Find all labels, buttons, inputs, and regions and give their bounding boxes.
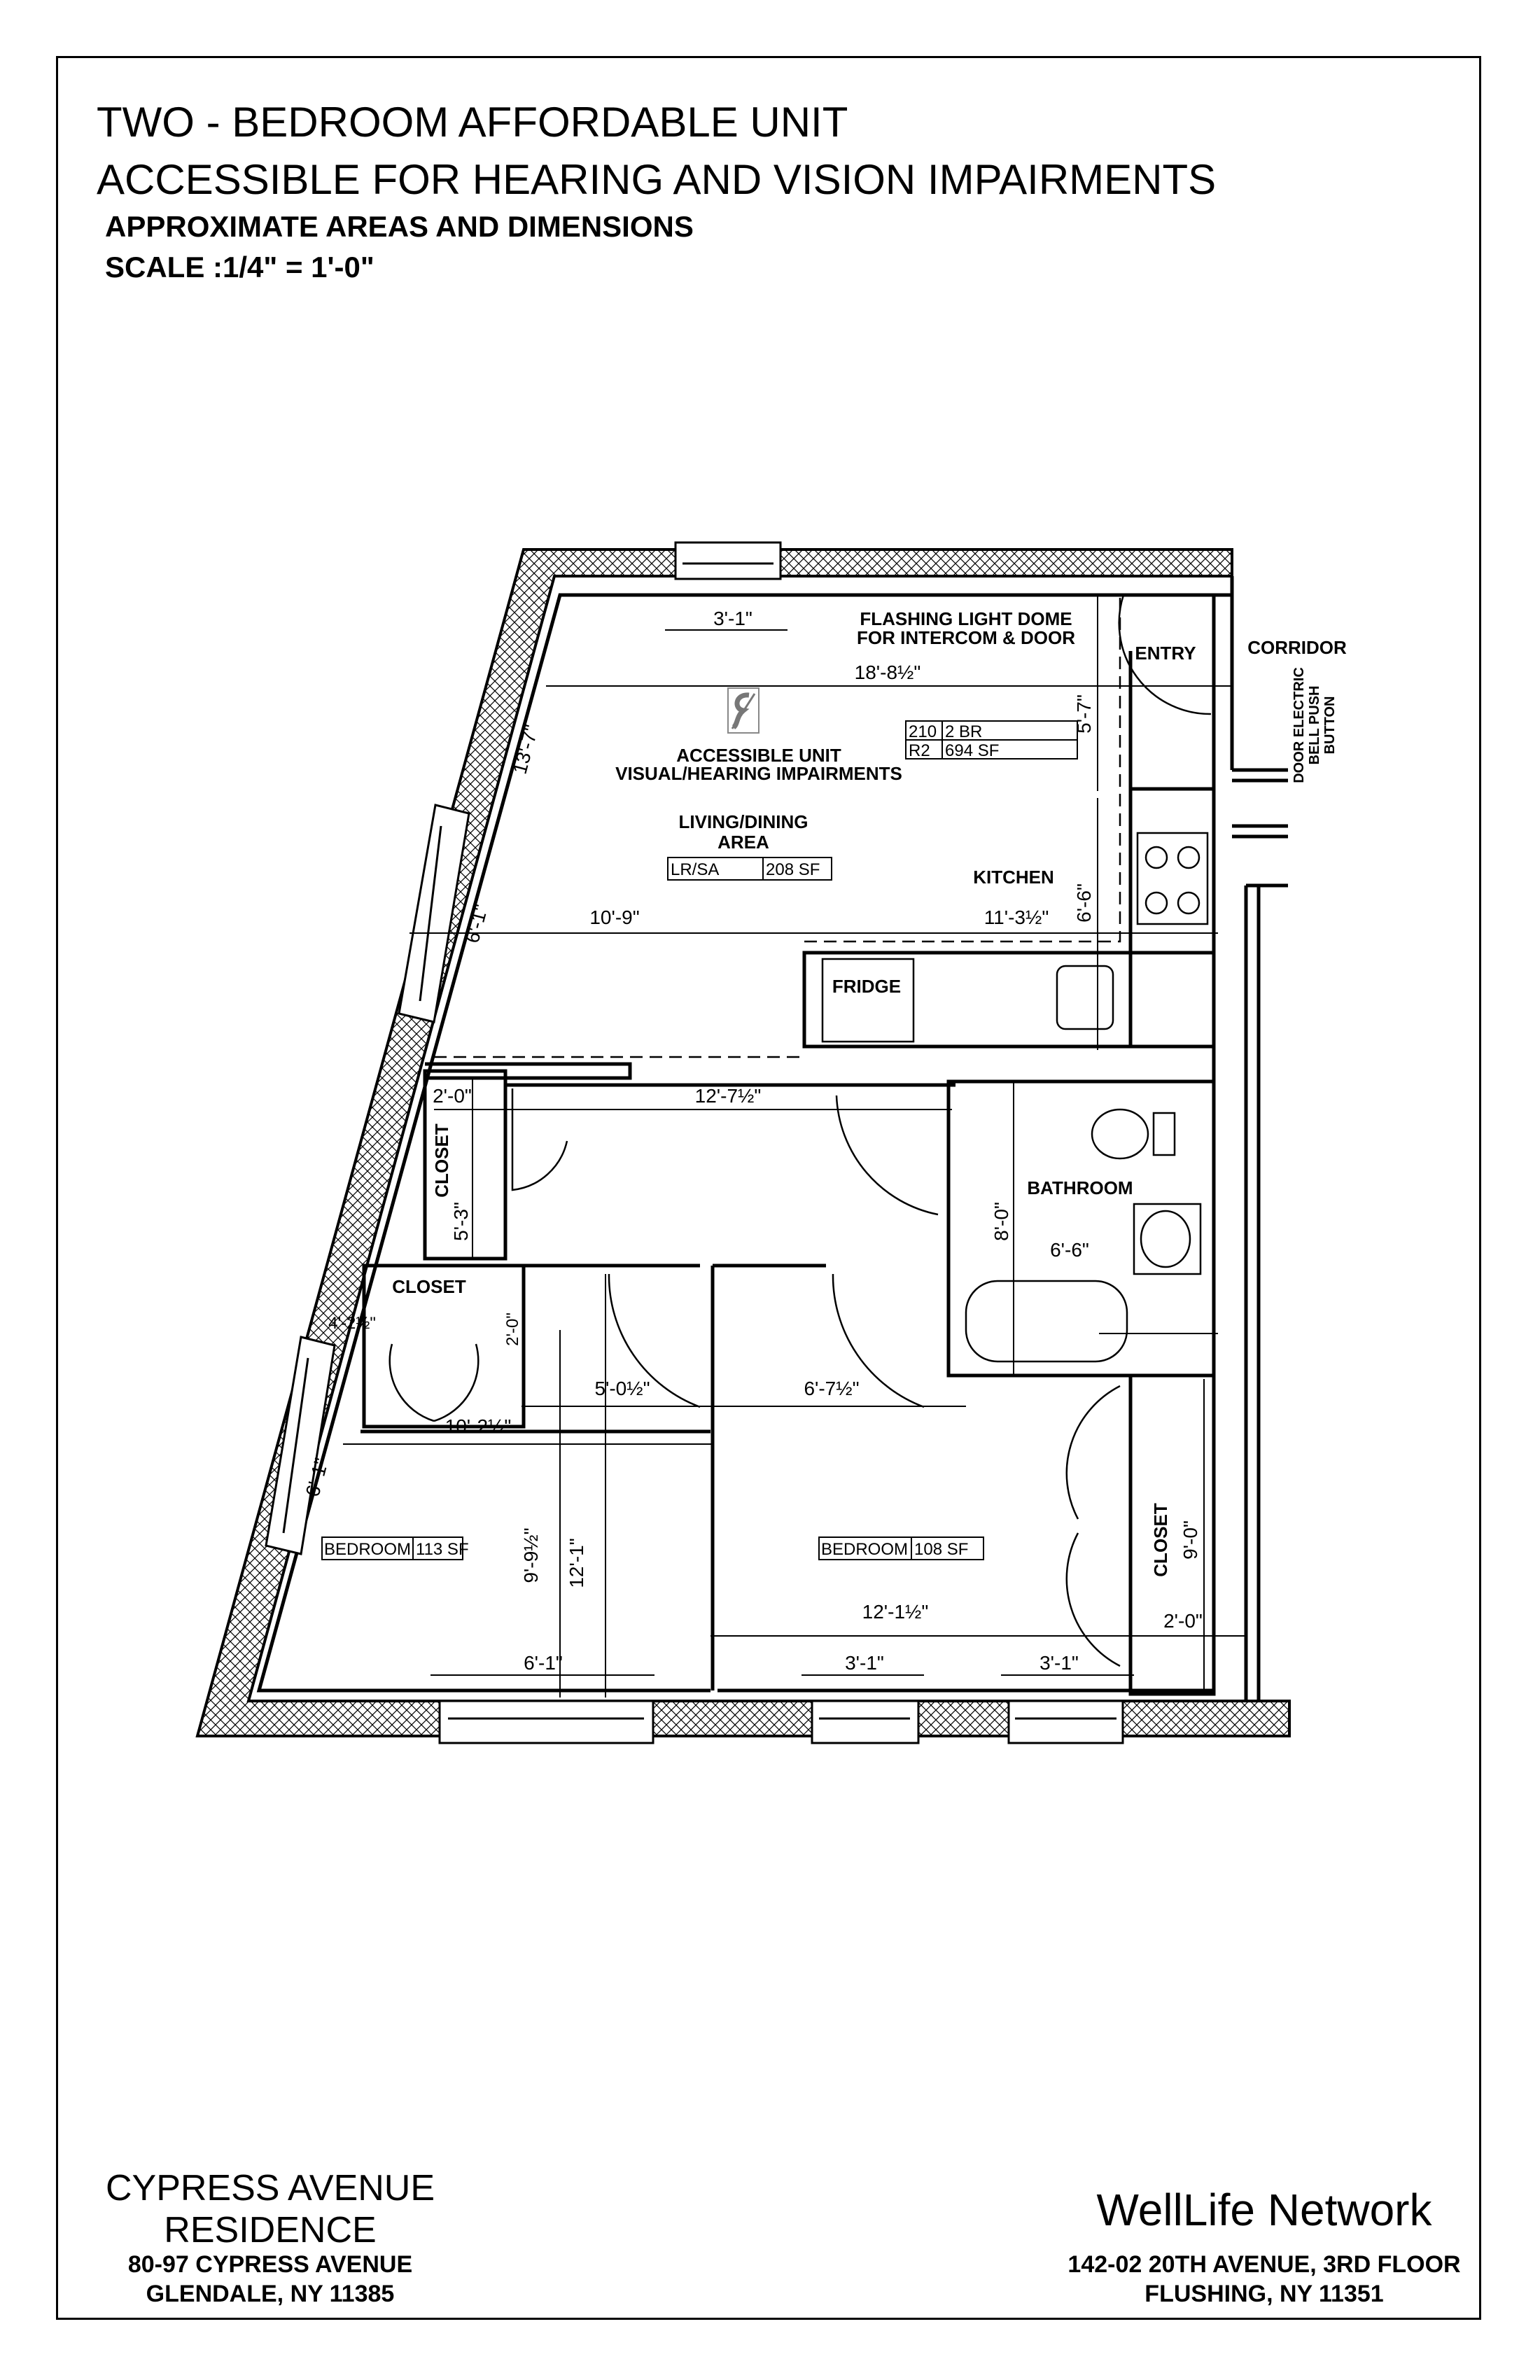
- dim-left-window-upper: 6'-1": [461, 902, 492, 946]
- bedroom-left-area: 113 SF: [416, 1540, 469, 1559]
- fridge-label: FRIDGE: [832, 976, 901, 997]
- kitchen-sink: [1056, 965, 1114, 1030]
- dim-bottom-window-left: 6'-1": [524, 1652, 563, 1674]
- unit-tag: 210 2 BR R2 694 SF: [905, 720, 1078, 760]
- dim-overall-width: 18'-8½": [855, 662, 921, 683]
- subtitle: APPROXIMATE AREAS AND DIMENSIONS: [105, 210, 694, 243]
- living-area-tag: LR/SA 208 SF: [667, 857, 832, 881]
- bedroom-right-tag: BEDROOM 108 SF: [818, 1536, 984, 1560]
- unit-number: 210: [909, 722, 937, 741]
- organization-address-1: 142-02 20TH AVENUE, 3RD FLOOR: [1068, 2251, 1461, 2278]
- kitchen-label: KITCHEN: [973, 867, 1054, 888]
- title-line-1: TWO - BEDROOM AFFORDABLE UNIT: [97, 99, 848, 146]
- bell-label-2: BELL PUSH: [1307, 686, 1322, 765]
- dim-bottom-window-right: 3'-1": [1040, 1652, 1079, 1674]
- dim-bath-width: 6'-6": [1050, 1239, 1089, 1261]
- hearing-impaired-symbol-icon: [727, 687, 760, 734]
- bathroom-sink: [1133, 1203, 1202, 1275]
- fridge: [821, 958, 915, 1043]
- dim-bedroom-left-width: 10'-2½": [445, 1415, 512, 1437]
- drawing-sheet-border: [56, 56, 1481, 2320]
- closet-upper-label: CLOSET: [431, 1124, 452, 1198]
- closet-right-label: CLOSET: [1150, 1503, 1171, 1577]
- dim-bath-depth: 8'-0": [990, 1202, 1012, 1241]
- dimension-labels: 3'-1" 18'-8½" 5'-7" 13'-7" 10'-9" 11'-3½…: [302, 608, 1203, 1674]
- bathroom-label: BATHROOM: [1027, 1177, 1133, 1198]
- windows: [265, 541, 1124, 1744]
- accessible-unit-label-1: ACCESSIBLE UNIT: [676, 745, 841, 766]
- dim-hall-width: 12'-7½": [695, 1085, 762, 1107]
- project-address-1: 80-97 CYPRESS AVENUE: [127, 2251, 413, 2278]
- project-name-line-2: RESIDENCE: [164, 2210, 377, 2250]
- dim-closet-upper-length: 5'-3": [450, 1202, 472, 1241]
- dim-closet-upper-width: 2'-0": [433, 1085, 472, 1107]
- dim-closet-right-depth: 2'-0": [1163, 1610, 1203, 1632]
- unit-code: R2: [909, 741, 930, 760]
- dim-bottom-window-mid: 3'-1": [845, 1652, 884, 1674]
- dim-bedroom-right-width: 12'-1½": [862, 1601, 929, 1623]
- organization-address-2: FLUSHING, NY 11351: [1144, 2281, 1384, 2307]
- flashing-light-label-1: FLASHING LIGHT DOME: [860, 608, 1072, 629]
- bedroom-right-name: BEDROOM: [821, 1540, 908, 1559]
- unit-area: 694 SF: [945, 741, 999, 760]
- dim-hall-b: 6'-7½": [804, 1378, 859, 1399]
- project-address-2: GLENDALE, NY 11385: [146, 2281, 395, 2307]
- project-name-line-1: CYPRESS AVENUE: [105, 2168, 435, 2208]
- dim-top-window: 3'-1": [713, 608, 752, 629]
- dim-kitchen-depth: 6'-6": [1073, 883, 1095, 923]
- living-label-1: LIVING/DINING: [679, 811, 808, 832]
- interior-walls: [360, 595, 1288, 1701]
- flashing-light-label-2: FOR INTERCOM & DOOR: [857, 627, 1075, 648]
- dim-bedroom-left-depth-b: 12'-1": [566, 1538, 587, 1588]
- dim-closet-mid-depth: 2'-0": [503, 1312, 522, 1346]
- scale-note: SCALE :1/4" = 1'-0": [105, 251, 374, 284]
- bathtub: [965, 1280, 1128, 1363]
- dim-kitchen-width: 11'-3½": [984, 906, 1049, 928]
- bedroom-right-area: 108 SF: [914, 1540, 968, 1559]
- living-label-2: AREA: [718, 832, 769, 853]
- organization-name: WellLife Network: [1096, 2185, 1432, 2235]
- dim-hall-a: 5'-0½": [594, 1378, 650, 1399]
- toilet: [1091, 1108, 1149, 1160]
- dim-entry-depth: 5'-7": [1073, 694, 1095, 734]
- title-line-2: ACCESSIBLE FOR HEARING AND VISION IMPAIR…: [97, 156, 1217, 203]
- stove: [1136, 832, 1209, 925]
- living-area-value: 208 SF: [766, 860, 820, 879]
- dim-bedroom-left-depth-a: 9'-9½": [520, 1527, 542, 1583]
- bedroom-left-tag: BEDROOM 113 SF: [321, 1536, 469, 1560]
- living-area-name: LR/SA: [671, 860, 719, 879]
- bell-label-1: DOOR ELECTRIC: [1292, 667, 1307, 783]
- corridor-label: CORRIDOR: [1247, 637, 1347, 658]
- dim-closet-mid-width: 4'-2½": [328, 1314, 376, 1333]
- dimension-lines: [343, 595, 1246, 1698]
- room-labels: FLASHING LIGHT DOME FOR INTERCOM & DOOR …: [392, 608, 1347, 1577]
- dim-living-width: 10'-9": [589, 906, 639, 928]
- closet-middle-label: CLOSET: [392, 1276, 466, 1297]
- bell-label-3: BUTTON: [1322, 696, 1338, 755]
- entry-label: ENTRY: [1135, 643, 1196, 664]
- bedroom-left-name: BEDROOM: [324, 1540, 411, 1559]
- door-swings: [388, 594, 1212, 1667]
- unit-type: 2 BR: [945, 722, 982, 741]
- accessible-unit-label-2: VISUAL/HEARING IMPAIRMENTS: [615, 763, 902, 784]
- dim-closet-right-length: 9'-0": [1180, 1520, 1201, 1560]
